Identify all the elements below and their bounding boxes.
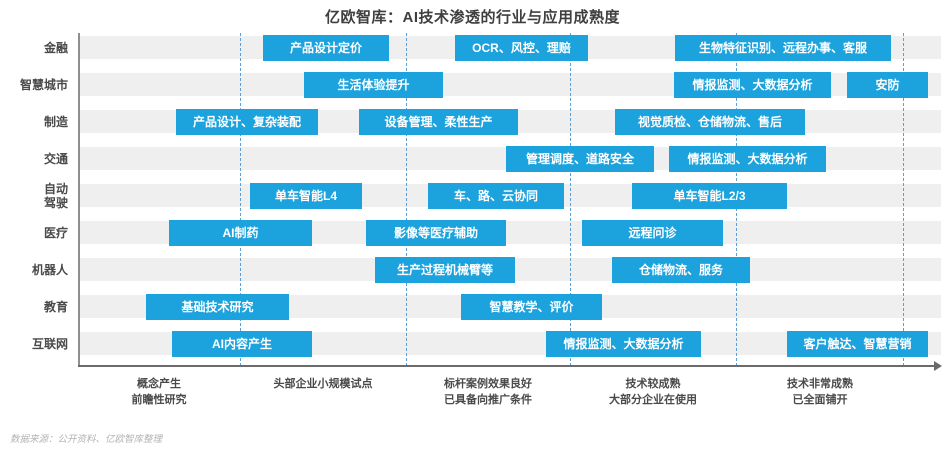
application-box: 仓储物流、服务 xyxy=(612,256,750,283)
stage-boundary-dashed-line xyxy=(903,33,904,366)
application-box: AI内容产生 xyxy=(172,330,312,357)
industry-label: 金融 xyxy=(43,40,68,55)
industry-label: 机器人 xyxy=(31,262,68,277)
stage-boundary-dashed-line xyxy=(570,33,571,366)
application-box: 视觉质检、仓储物流、售后 xyxy=(615,108,805,135)
stage-boundary-dashed-line xyxy=(240,33,241,366)
industry-label: 自动驾驶 xyxy=(43,181,68,210)
stage-label: 标杆案例效果良好已具备向推广条件 xyxy=(444,378,532,406)
axis-arrow-icon xyxy=(934,361,942,371)
stage-label: 头部企业小规模试点 xyxy=(273,378,373,390)
industry-label: 医疗 xyxy=(43,225,68,240)
application-box: 管理调度、道路安全 xyxy=(506,145,654,172)
industry-label: 互联网 xyxy=(31,336,68,351)
application-box: 生产过程机械臂等 xyxy=(375,256,515,283)
chart-title: 亿欧智库：AI技术渗透的行业与应用成熟度 xyxy=(324,9,620,26)
application-box: 情报监测、大数据分析 xyxy=(669,145,826,172)
y-axis-line xyxy=(78,33,80,367)
stage-label: 概念产生前瞻性研究 xyxy=(131,378,187,406)
application-box: 设备管理、柔性生产 xyxy=(359,108,518,135)
application-box: 生物特征识别、远程办事、客服 xyxy=(675,34,891,61)
application-box: 单车智能L4 xyxy=(250,182,362,209)
data-source-note: 数据来源：公开资料、亿欧智库整理 xyxy=(10,434,163,445)
stage-label: 技术较成熟大部分企业在使用 xyxy=(609,378,697,406)
application-box: 智慧教学、评价 xyxy=(461,293,602,320)
application-box: 基础技术研究 xyxy=(146,293,289,320)
application-box: 单车智能L2/3 xyxy=(632,182,787,209)
industry-label: 智慧城市 xyxy=(19,77,68,92)
application-box: 情报监测、大数据分析 xyxy=(546,330,701,357)
stage-label: 技术非常成熟已全面铺开 xyxy=(787,378,853,406)
industry-label: 教育 xyxy=(43,299,68,314)
industry-label: 制造 xyxy=(43,114,68,129)
application-box: 车、路、云协同 xyxy=(428,182,564,209)
application-box: 产品设计定价 xyxy=(263,34,389,61)
application-box: 远程问诊 xyxy=(582,219,723,246)
application-box: 客户触达、智慧营销 xyxy=(787,330,928,357)
application-box: 产品设计、复杂装配 xyxy=(176,108,318,135)
application-box: AI制药 xyxy=(169,219,312,246)
application-box: 影像等医疗辅助 xyxy=(366,219,506,246)
application-box: 安防 xyxy=(847,71,928,98)
stage-boundary-dashed-line xyxy=(406,33,407,366)
x-axis-line xyxy=(78,361,942,371)
application-box: OCR、风控、理赔 xyxy=(455,34,588,61)
application-box: 情报监测、大数据分析 xyxy=(674,71,831,98)
industry-label: 交通 xyxy=(43,151,68,166)
application-box: 生活体验提升 xyxy=(304,71,443,98)
